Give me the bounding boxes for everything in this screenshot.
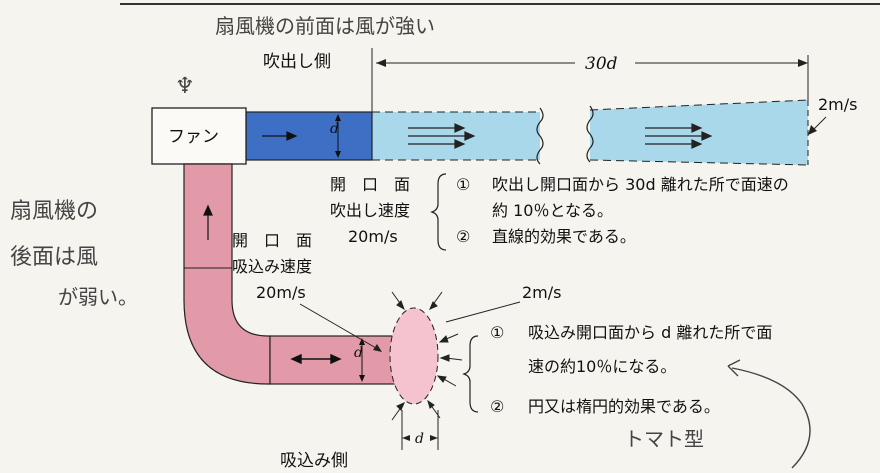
handwritten-top-note: 扇風機の前面は風が強い bbox=[215, 14, 435, 38]
distance-30d-label: 30d bbox=[585, 54, 618, 74]
speed-leader-arrow-top-icon bbox=[808, 125, 817, 135]
handwritten-left-note-1: 扇風機の bbox=[10, 199, 98, 224]
fan-box bbox=[151, 107, 247, 165]
outlet-heading-2: 吹出し速度 bbox=[330, 201, 410, 220]
inlet-brace-icon bbox=[462, 335, 479, 413]
fan-doodle-icon: ♆ bbox=[175, 74, 195, 99]
outlet-item1-line2: 約 10％となる。 bbox=[492, 201, 613, 220]
inlet-item1-number: ① bbox=[490, 323, 504, 342]
inlet-item2-number: ② bbox=[490, 397, 504, 416]
speed-leader-bottom bbox=[445, 301, 521, 323]
inlet-speed-leader bbox=[299, 303, 377, 349]
handwritten-bottom-note: トマト型 bbox=[624, 427, 704, 451]
jet-zone-far bbox=[590, 100, 808, 165]
inlet-item2-line1: 円又は楕円的効果である。 bbox=[528, 397, 720, 416]
suction-side-label: 吸込み側 bbox=[280, 451, 348, 471]
outlet-item1-line1: 吹出し開口面から 30d 離れた所で面速の bbox=[492, 175, 789, 194]
speed-label-bottom: 2m/s bbox=[522, 283, 562, 302]
suction-duct-bidirectional-arrow-icon bbox=[290, 353, 342, 365]
dimension-arrow-right-icon bbox=[798, 59, 808, 67]
break-mark-left-icon bbox=[536, 107, 544, 165]
inlet-item1-line1: 吸込み開口面から d 離れた所で面 bbox=[528, 323, 772, 342]
inlet-item1-line2: 速の約10％になる。 bbox=[528, 357, 676, 376]
jet-far-bottom-dashed-line bbox=[589, 159, 809, 166]
jet-far-top-dashed-line bbox=[589, 99, 809, 111]
duct-flow-arrow-icon bbox=[262, 131, 298, 141]
fan-label: ファン bbox=[168, 127, 219, 147]
outlet-item1-number: ① bbox=[456, 175, 470, 194]
handwritten-arrowhead-icon bbox=[727, 359, 741, 377]
inlet-speed-value: 20m/s bbox=[256, 283, 306, 302]
suction-zone-ellipse bbox=[389, 307, 439, 405]
break-mark-right-icon bbox=[586, 105, 594, 163]
suction-d-bottom-label: d bbox=[415, 431, 424, 447]
inlet-heading-2: 吸込み速度 bbox=[232, 257, 312, 276]
speed-label-top: 2m/s bbox=[818, 95, 858, 114]
duct-d-label: d bbox=[330, 121, 339, 137]
handwritten-left-note-2: 後面は風 bbox=[10, 245, 98, 270]
suction-d-bottom-arrows-icon bbox=[402, 435, 438, 441]
outlet-item2-number: ② bbox=[456, 227, 470, 246]
outlet-brace-icon bbox=[430, 173, 447, 251]
discharge-side-label: 吹出し側 bbox=[263, 52, 331, 72]
dimension-arrow-left-icon bbox=[376, 59, 386, 67]
inlet-heading-1: 開 口 面 bbox=[232, 231, 312, 250]
outlet-speed-value: 20m/s bbox=[348, 227, 398, 246]
suction-duct-up-arrow-icon bbox=[203, 204, 213, 240]
handwritten-left-note-3: が弱い。 bbox=[58, 285, 138, 309]
outlet-heading-1: 開 口 面 bbox=[330, 175, 410, 194]
suction-inflow-arrows-icon bbox=[391, 291, 463, 421]
inlet-speed-leader-arrow-icon bbox=[373, 344, 382, 352]
handwritten-sweep-arrow bbox=[731, 367, 811, 469]
suction-duct-bend bbox=[183, 163, 271, 385]
jet-arrows-far-icon bbox=[645, 123, 713, 149]
suction-d-label: d bbox=[354, 345, 363, 361]
jet-arrows-near-icon bbox=[408, 123, 476, 149]
outlet-item2-line1: 直線的効果である。 bbox=[492, 227, 636, 246]
